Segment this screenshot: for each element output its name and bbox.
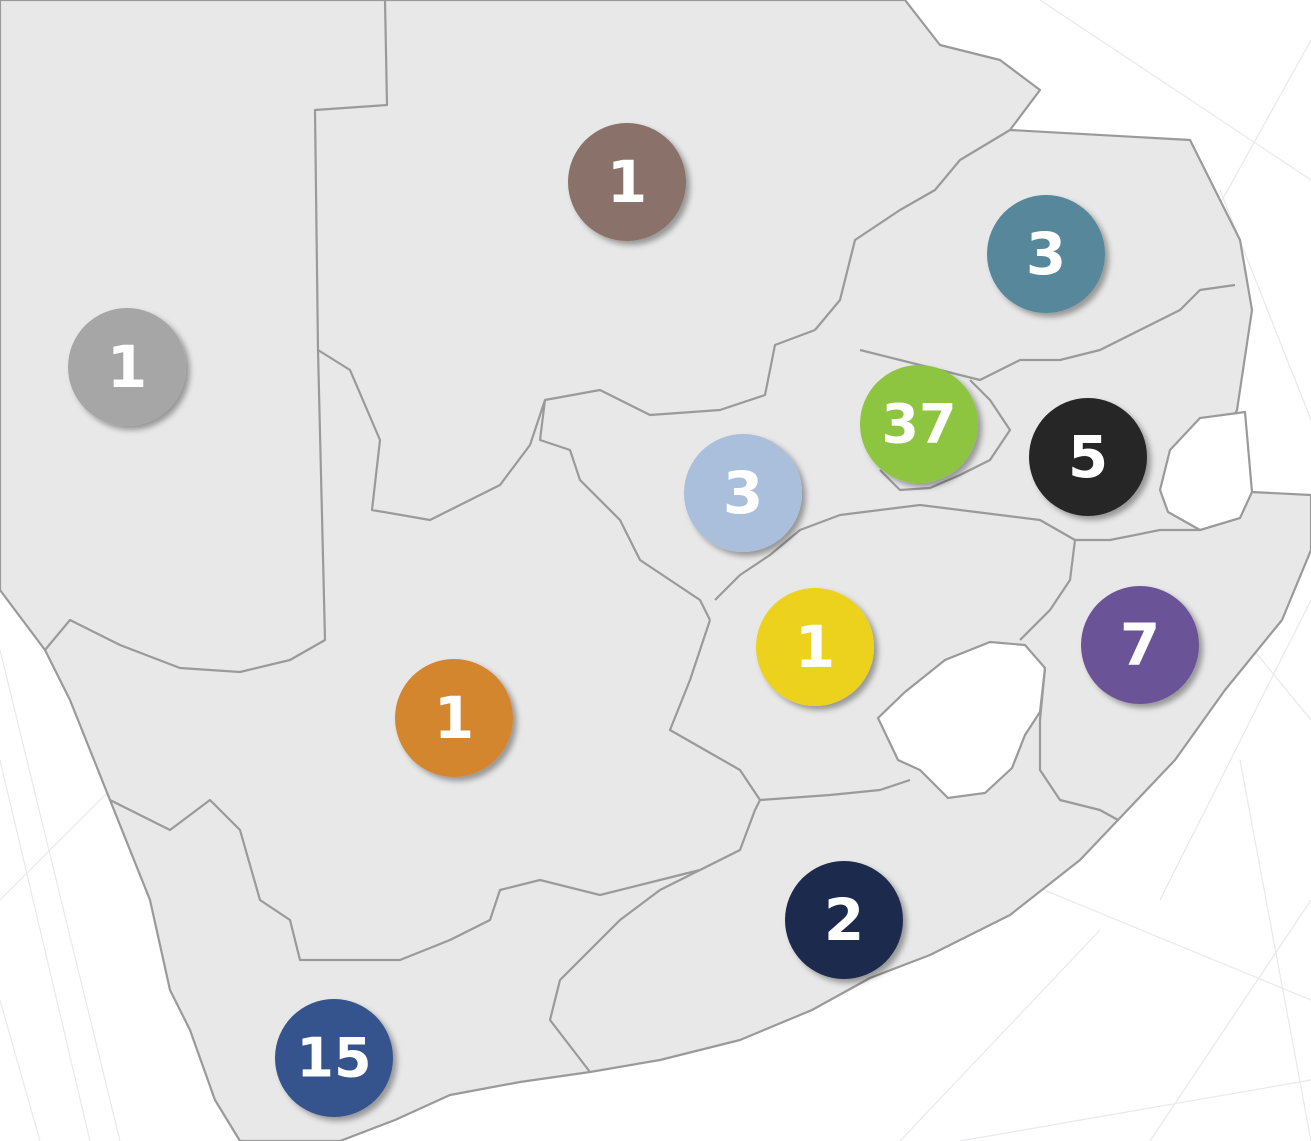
marker-blue-westerncape-circle [275, 999, 393, 1117]
marker-lightblue-northwest-count: 3 [723, 459, 763, 527]
marker-green-gauteng[interactable]: 37 [860, 365, 978, 483]
marker-brown-north-circle [568, 123, 686, 241]
marker-blue-westerncape-count: 15 [296, 1027, 371, 1090]
marker-navy-easterncape-circle [785, 861, 903, 979]
marker-black-mpumalanga-count: 5 [1068, 423, 1108, 491]
marker-yellow-freestate-circle [756, 588, 874, 706]
marker-blue-westerncape[interactable]: 15 [275, 999, 393, 1117]
marker-yellow-freestate-count: 1 [795, 613, 835, 681]
eswatini [1158, 410, 1254, 532]
marker-teal-limpopo-circle [987, 195, 1105, 313]
marker-gray-west-circle [68, 308, 186, 426]
marker-purple-kzn-circle [1081, 586, 1199, 704]
marker-lightblue-northwest[interactable]: 3 [684, 434, 802, 552]
marker-navy-easterncape[interactable]: 2 [785, 861, 903, 979]
marker-orange-northerncape-count: 1 [434, 684, 474, 752]
marker-black-mpumalanga-circle [1029, 398, 1147, 516]
marker-yellow-freestate[interactable]: 1 [756, 588, 874, 706]
marker-gray-west[interactable]: 1 [68, 308, 186, 426]
marker-teal-limpopo-count: 3 [1026, 220, 1066, 288]
marker-purple-kzn[interactable]: 7 [1081, 586, 1199, 704]
marker-brown-north-count: 1 [607, 148, 647, 216]
marker-green-gauteng-circle [860, 365, 978, 483]
marker-purple-kzn-count: 7 [1120, 611, 1160, 679]
marker-navy-easterncape-count: 2 [824, 886, 864, 954]
lesotho [876, 640, 1047, 800]
marker-lightblue-northwest-circle [684, 434, 802, 552]
marker-black-mpumalanga[interactable]: 5 [1029, 398, 1147, 516]
marker-orange-northerncape-circle [395, 659, 513, 777]
marker-gray-west-count: 1 [107, 333, 147, 401]
marker-brown-north[interactable]: 1 [568, 123, 686, 241]
marker-green-gauteng-count: 37 [881, 393, 956, 456]
marker-orange-northerncape[interactable]: 1 [395, 659, 513, 777]
marker-teal-limpopo[interactable]: 3 [987, 195, 1105, 313]
province-borders [44, 0, 1241, 1073]
